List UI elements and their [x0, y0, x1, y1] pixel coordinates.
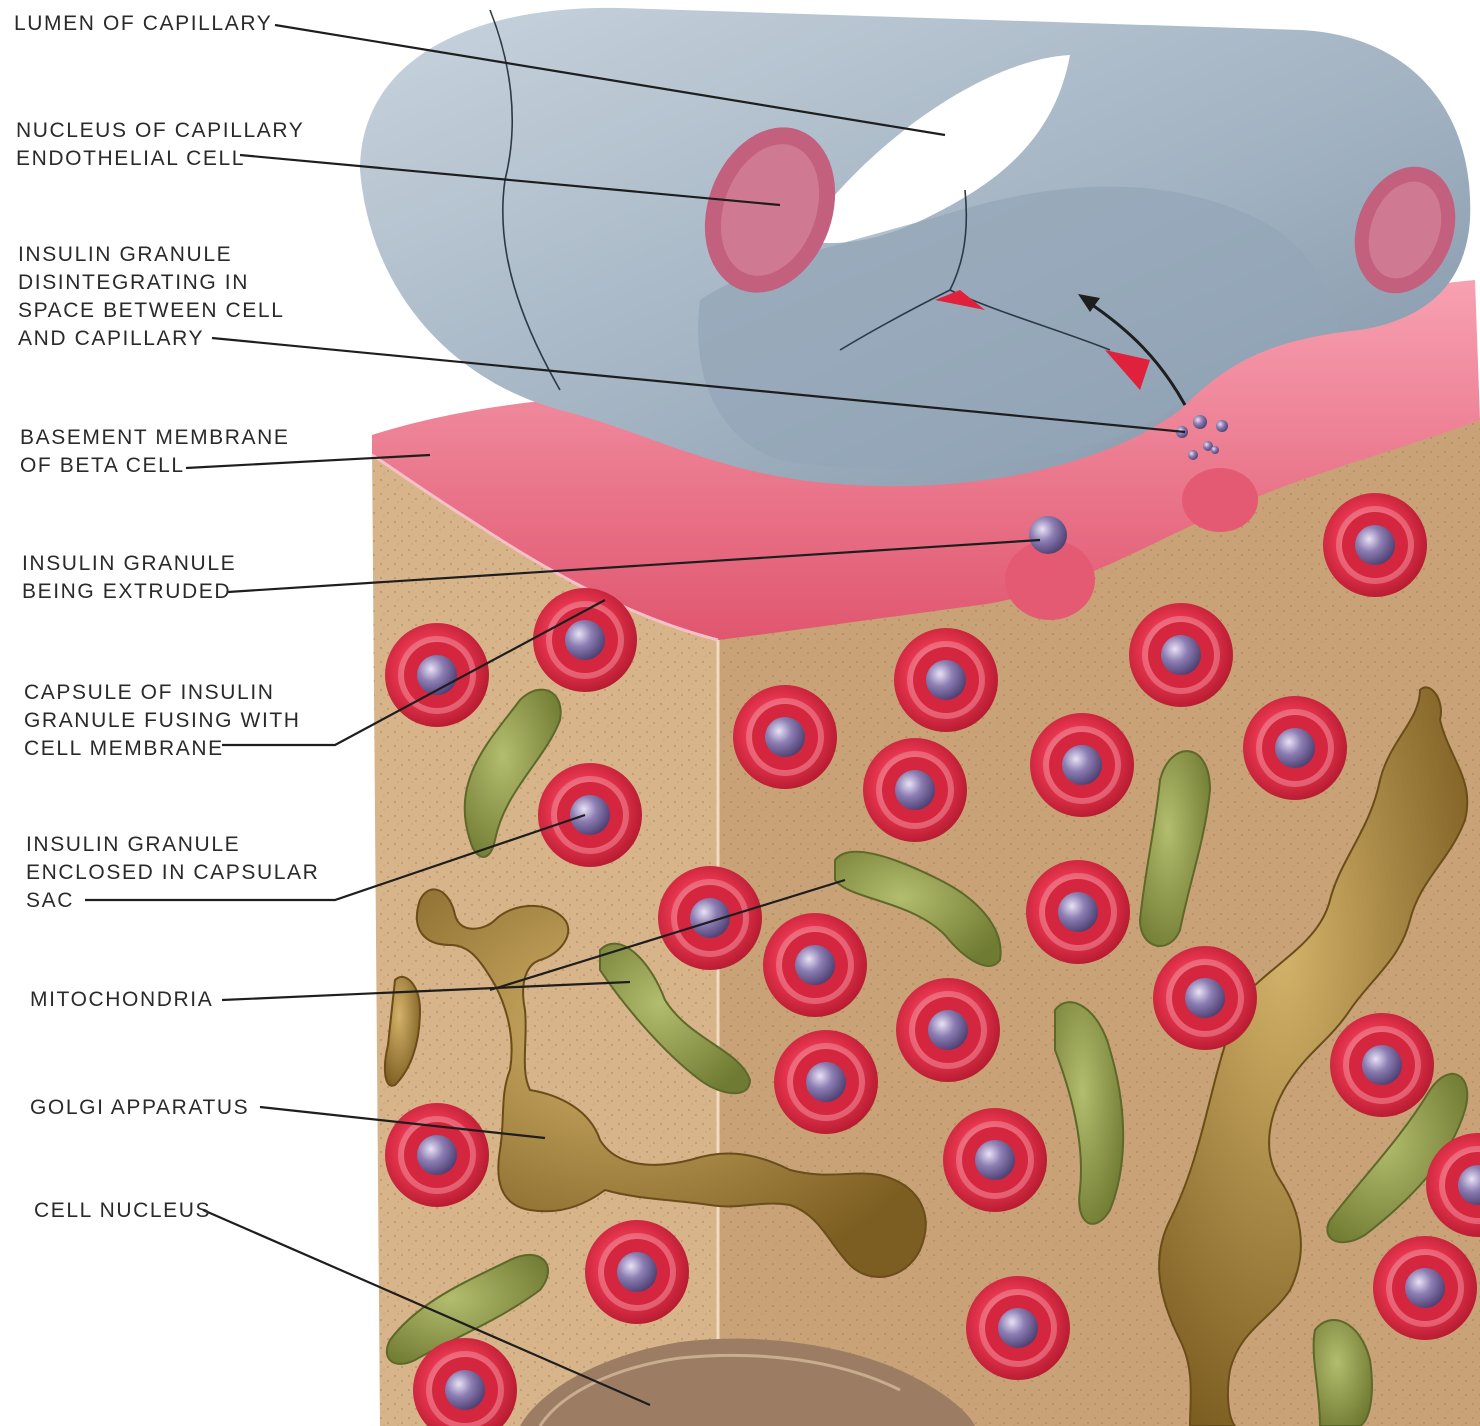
label-capsule-fusing: CAPSULE OF INSULIN GRANULE FUSING WITH C… [24, 679, 301, 763]
insulin-granule [1026, 860, 1130, 964]
insulin-granule [533, 588, 637, 692]
label-granule-disintegrating: INSULIN GRANULE DISINTEGRATING IN SPACE … [18, 241, 284, 353]
label-granule-enclosed: INSULIN GRANULE ENCLOSED IN CAPSULAR SAC [26, 831, 319, 915]
insulin-granule [658, 866, 762, 970]
insulin-granule [1373, 1236, 1477, 1340]
insulin-granule [538, 763, 642, 867]
label-mitochondria: MITOCHONDRIA [30, 986, 213, 1014]
insulin-granule [763, 913, 867, 1017]
insulin-granule [966, 1276, 1070, 1380]
label-cell-nucleus: CELL NUCLEUS [34, 1197, 211, 1225]
insulin-granule [774, 1030, 878, 1134]
insulin-granule [733, 685, 837, 789]
insulin-granule [585, 1220, 689, 1324]
label-nucleus-of-capillary: NUCLEUS OF CAPILLARY ENDOTHELIAL CELL [16, 117, 304, 173]
insulin-granule [863, 738, 967, 842]
insulin-granule [1330, 1013, 1434, 1117]
insulin-granule [943, 1108, 1047, 1212]
extruded-granule [1029, 516, 1067, 554]
insulin-granule [896, 978, 1000, 1082]
insulin-granule [1153, 946, 1257, 1050]
label-basement-membrane: BASEMENT MEMBRANE OF BETA CELL [20, 424, 290, 480]
insulin-granule [894, 628, 998, 732]
label-golgi-apparatus: GOLGI APPARATUS [30, 1094, 249, 1122]
insulin-granule [1030, 713, 1134, 817]
insulin-granule [385, 623, 489, 727]
insulin-granule [1243, 696, 1347, 800]
insulin-granule [385, 1103, 489, 1207]
label-granule-extruded: INSULIN GRANULE BEING EXTRUDED [22, 550, 236, 606]
insulin-granule [1129, 603, 1233, 707]
label-lumen-of-capillary: LUMEN OF CAPILLARY [14, 10, 272, 38]
insulin-granule [1323, 493, 1427, 597]
